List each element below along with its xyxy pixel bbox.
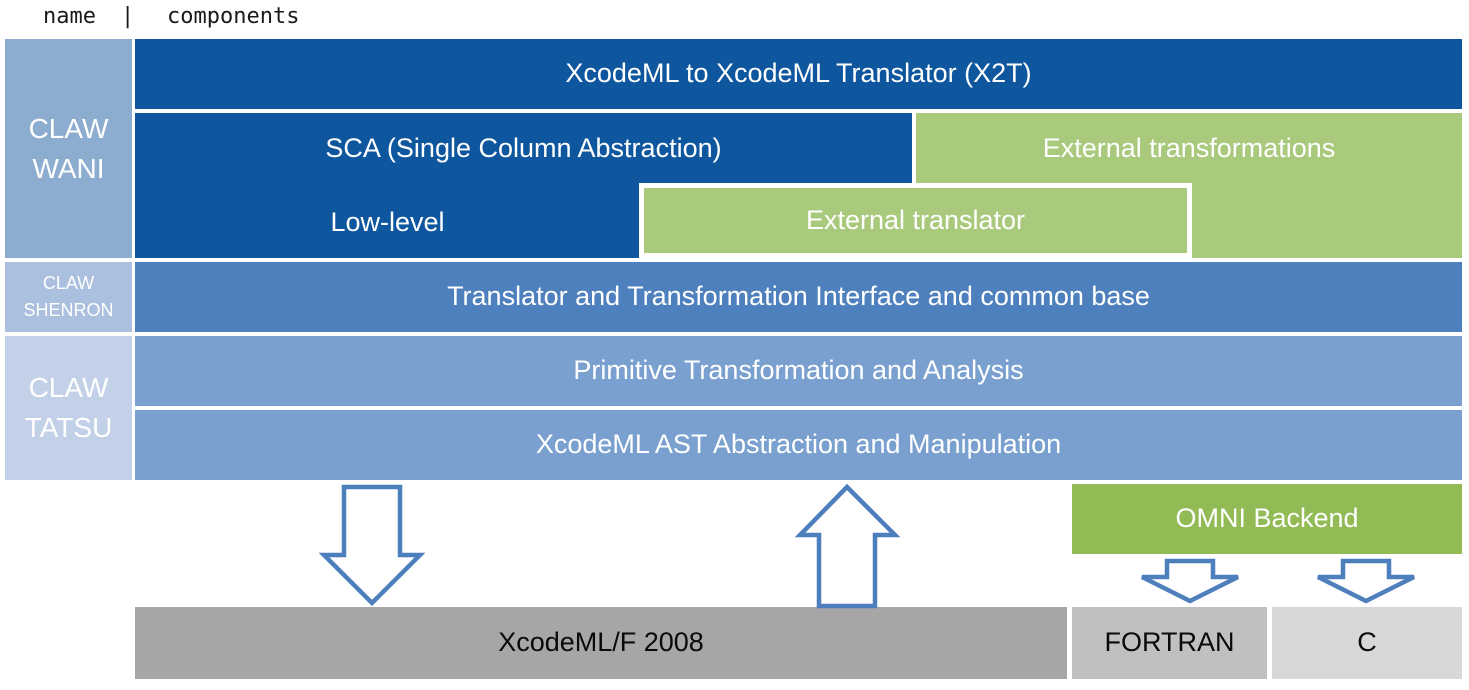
sidebar-claw-shenron: CLAW SHENRON bbox=[5, 262, 132, 332]
x2t-translator-box: XcodeML to XcodeML Translator (X2T) bbox=[135, 39, 1462, 109]
big-down-arrow-icon bbox=[318, 484, 426, 607]
small-down-arrow-c-icon bbox=[1316, 558, 1416, 604]
sidebar-claw-tatsu: CLAW TATSU bbox=[5, 336, 132, 480]
claw-tatsu-line1: CLAW bbox=[28, 372, 109, 404]
omni-backend-box: OMNI Backend bbox=[1072, 484, 1462, 554]
low-level-label: Low-level bbox=[330, 206, 445, 237]
legend-separator: | bbox=[121, 4, 135, 29]
fortran-output-box: FORTRAN bbox=[1072, 607, 1267, 679]
external-translator-box: External translator bbox=[639, 183, 1192, 258]
legend-name-label: name bbox=[43, 4, 96, 29]
xcodemlf-output-box: XcodeML/F 2008 bbox=[135, 607, 1067, 679]
claw-wani-line1: CLAW bbox=[28, 112, 109, 144]
claw-wani-line2: WANI bbox=[32, 152, 105, 184]
tatsu-primitive-box: Primitive Transformation and Analysis bbox=[135, 336, 1462, 406]
sca-label: SCA (Single Column Abstraction) bbox=[325, 132, 722, 163]
big-up-arrow-icon bbox=[794, 483, 901, 609]
tatsu-ast-box: XcodeML AST Abstraction and Manipulation bbox=[135, 410, 1462, 480]
legend-components-label: components bbox=[167, 4, 300, 29]
shenron-common-base-box: Translator and Transformation Interface … bbox=[135, 262, 1462, 332]
sidebar-claw-wani: CLAW WANI bbox=[5, 39, 132, 258]
claw-shenron-line1: CLAW bbox=[42, 273, 95, 293]
claw-tatsu-line2: TATSU bbox=[24, 412, 113, 443]
small-down-arrow-fortran-icon bbox=[1140, 558, 1240, 604]
c-output-box: C bbox=[1272, 607, 1462, 679]
claw-shenron-line2: SHENRON bbox=[23, 300, 114, 320]
external-transformations-label: External transformations bbox=[1042, 132, 1336, 163]
